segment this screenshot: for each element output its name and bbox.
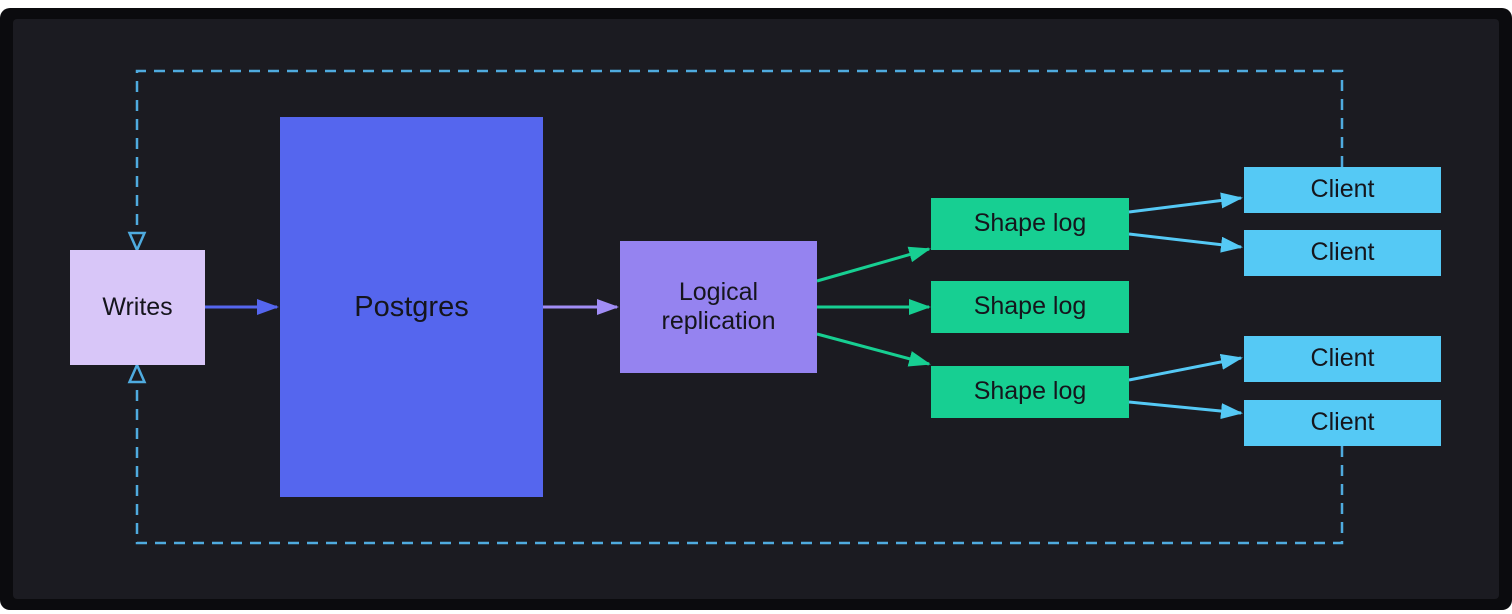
node-client-3-label: Client [1310, 344, 1375, 373]
dashed-loop-arrowhead-top [127, 231, 147, 254]
dashed-loop-arrowhead-bottom [127, 361, 147, 384]
arrow-shapelog3-client4 [1128, 400, 1243, 420]
node-client-1-label: Client [1310, 175, 1375, 204]
arrow-replication-shapelog-3 [816, 332, 931, 367]
node-writes-label: Writes [102, 292, 173, 321]
node-client-1: Client [1244, 167, 1441, 213]
node-logical-replication: Logical replication [620, 241, 817, 373]
node-postgres-label: Postgres [354, 290, 469, 323]
node-client-2: Client [1244, 230, 1441, 276]
node-client-4-label: Client [1310, 408, 1375, 437]
node-client-4: Client [1244, 400, 1441, 446]
node-shape-log-2: Shape log [931, 281, 1129, 333]
node-writes: Writes [70, 250, 205, 365]
dashed-loop-bottom [135, 384, 1344, 545]
arrow-shapelog1-client1 [1128, 192, 1243, 214]
node-shape-log-2-label: Shape log [973, 292, 1087, 321]
node-logical-replication-label: Logical replication [661, 277, 776, 336]
arrow-shapelog3-client3 [1128, 354, 1243, 382]
node-client-3: Client [1244, 336, 1441, 382]
node-shape-log-1: Shape log [931, 198, 1129, 250]
node-shape-log-3-label: Shape log [973, 377, 1087, 406]
arrow-shapelog1-client2 [1128, 232, 1243, 253]
node-shape-log-3: Shape log [931, 366, 1129, 418]
node-client-2-label: Client [1310, 238, 1375, 267]
node-postgres: Postgres [280, 117, 543, 497]
dashed-loop-top [135, 69, 1344, 231]
node-shape-log-1-label: Shape log [973, 209, 1087, 238]
arrow-replication-shapelog-1 [816, 246, 931, 283]
